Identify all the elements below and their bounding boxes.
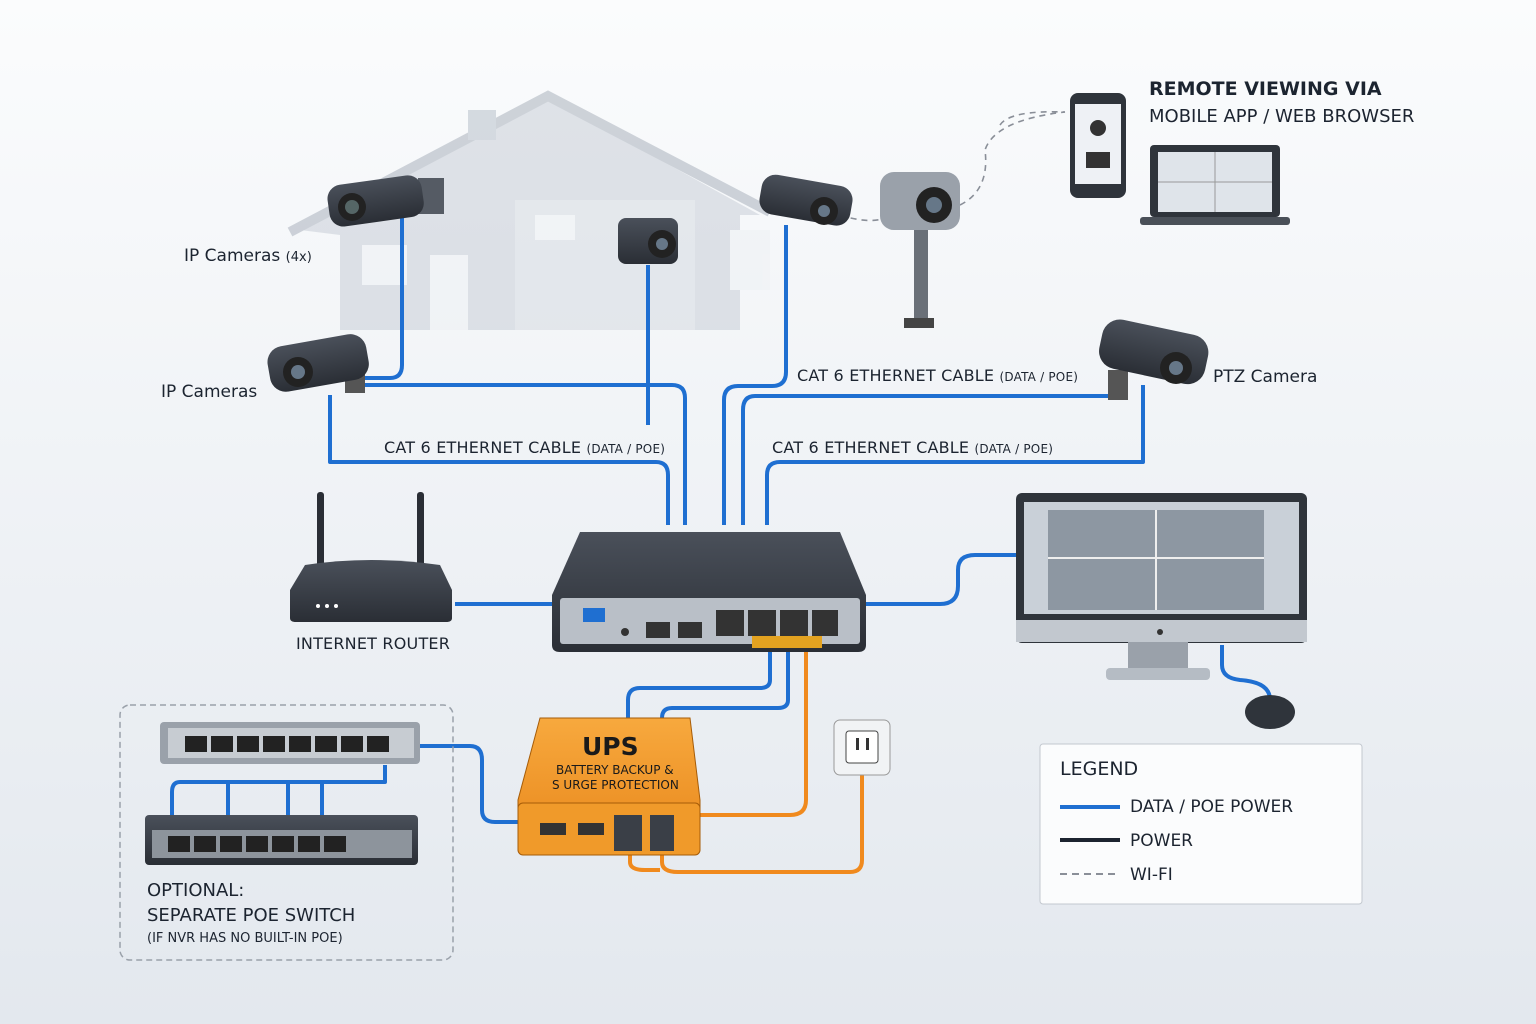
poe-switch-2 [145,815,418,865]
optional-title: OPTIONAL: [147,880,245,901]
internet-router [290,492,452,622]
nvr-recorder [552,532,866,652]
cable-label-left: CAT 6 ETHERNET CABLE (DATA / POE) [384,438,666,457]
optional-poe-box [119,704,454,961]
house [287,90,773,330]
ip-camera-1 [327,175,444,227]
power-cables [628,650,864,874]
legend-title: LEGEND [1060,758,1139,780]
ip-cameras-label: IP Cameras [161,382,258,402]
ups-title: UPS [582,732,639,761]
optional-note: (IF NVR HAS NO BUILT-IN POE) [147,931,343,946]
ptz-camera-label: PTZ Camera [1213,367,1318,387]
wireless-camera [880,172,960,328]
wall-outlet [833,719,891,776]
legend-item-wifi: WI-FI [1130,865,1173,885]
legend-item-power: POWER [1130,831,1193,851]
ups-unit [517,717,701,856]
monitor [1016,493,1307,729]
legend-box [1039,743,1363,905]
optional-subtitle: SEPARATE POE SWITCH [147,905,356,926]
cable-label-right-top: CAT 6 ETHERNET CABLE (DATA / POE) [797,366,1079,385]
ip-camera-4 [267,334,369,393]
remote-viewing-subtitle: MOBILE APP / WEB BROWSER [1149,106,1415,127]
data-cables [170,215,1272,824]
ip-camera-3 [759,174,853,226]
ups-line-2: S URGE PROTECTION [552,778,679,792]
poe-switch-1 [160,722,420,764]
cable-label-right: CAT 6 ETHERNET CABLE (DATA / POE) [772,438,1054,457]
ups-line-1: BATTERY BACKUP & [556,763,674,777]
legend-item-data: DATA / POE POWER [1130,797,1294,817]
ip-camera-2 [618,218,678,264]
mobile-phone [1070,93,1126,198]
ip-cameras-4x-label: IP Cameras (4x) [184,246,312,266]
laptop [1140,145,1290,225]
remote-viewing-title: REMOTE VIEWING VIA [1149,78,1382,100]
internet-router-label: INTERNET ROUTER [296,634,451,653]
ptz-camera [1099,319,1209,400]
